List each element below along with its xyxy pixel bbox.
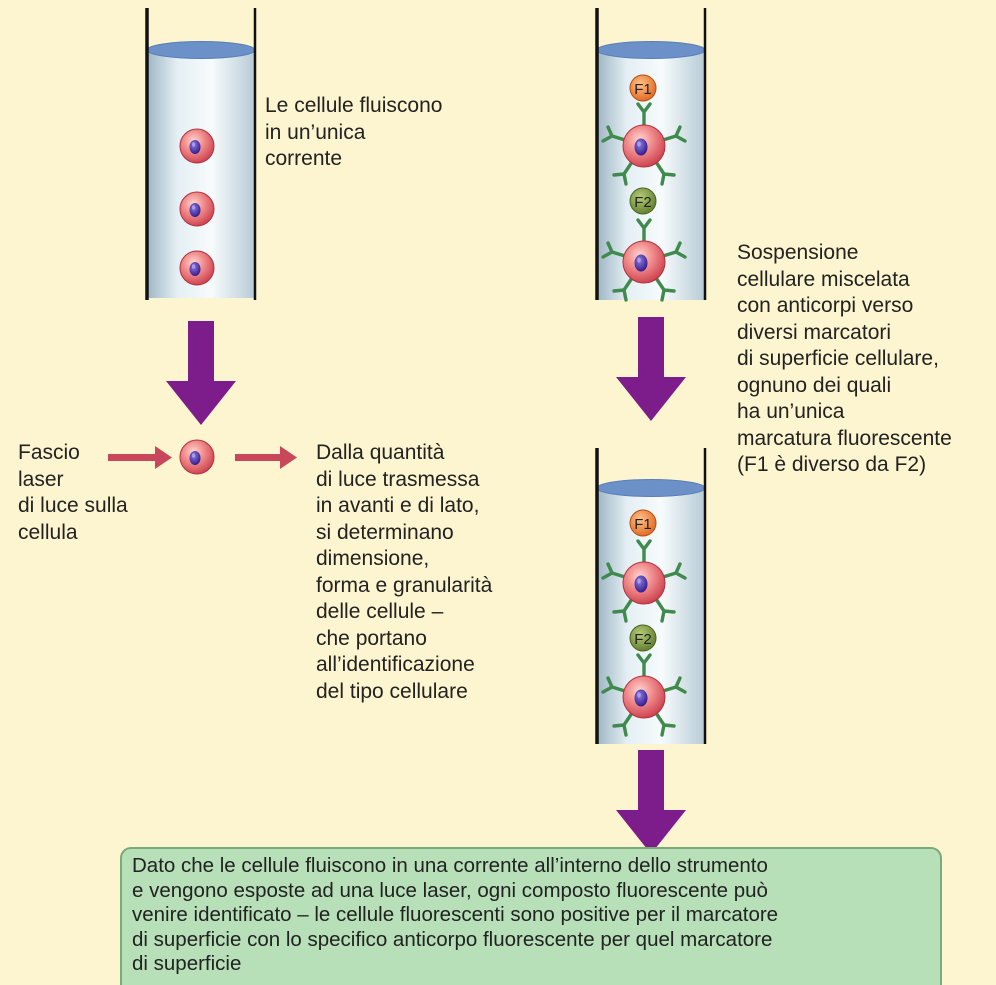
result-box: Dato che le cellule fluiscono in una cor…: [120, 847, 942, 985]
f2-label: F2: [634, 631, 652, 648]
right-arrow-icon: [235, 446, 297, 469]
cell-icon: [179, 191, 215, 227]
f1-marker: [629, 509, 657, 537]
right-arrow-icon: [108, 446, 172, 469]
light-scatter-caption: Dalla quantità di luce trasmessa in avan…: [316, 441, 493, 703]
laser-caption: Fascio laser di luce sulla cellula: [18, 441, 128, 544]
f1-label: F1: [634, 81, 652, 98]
right-tube-top: F1 F2: [595, 8, 707, 302]
f2-marker: [629, 187, 657, 215]
f2-marker: [629, 624, 657, 652]
cell-icon: [179, 250, 215, 286]
left-tube: [145, 8, 257, 300]
down-arrow-icon: [166, 321, 236, 425]
down-arrow-icon: [616, 750, 686, 854]
f1-label: F1: [634, 516, 652, 533]
f1-marker: [629, 74, 657, 102]
f2-label: F2: [634, 194, 652, 211]
down-arrow-icon: [616, 317, 686, 421]
cell-icon: [179, 128, 215, 164]
suspension-caption: Sospensione cellulare miscelata con anti…: [737, 241, 952, 476]
right-tube-bottom: F1 F2: [595, 448, 707, 744]
flow-stream-caption: Le cellule fluiscono in un’unica corrent…: [265, 94, 443, 170]
result-text: Dato che le cellule fluiscono in una cor…: [132, 854, 779, 975]
cell-icon: [179, 439, 215, 475]
